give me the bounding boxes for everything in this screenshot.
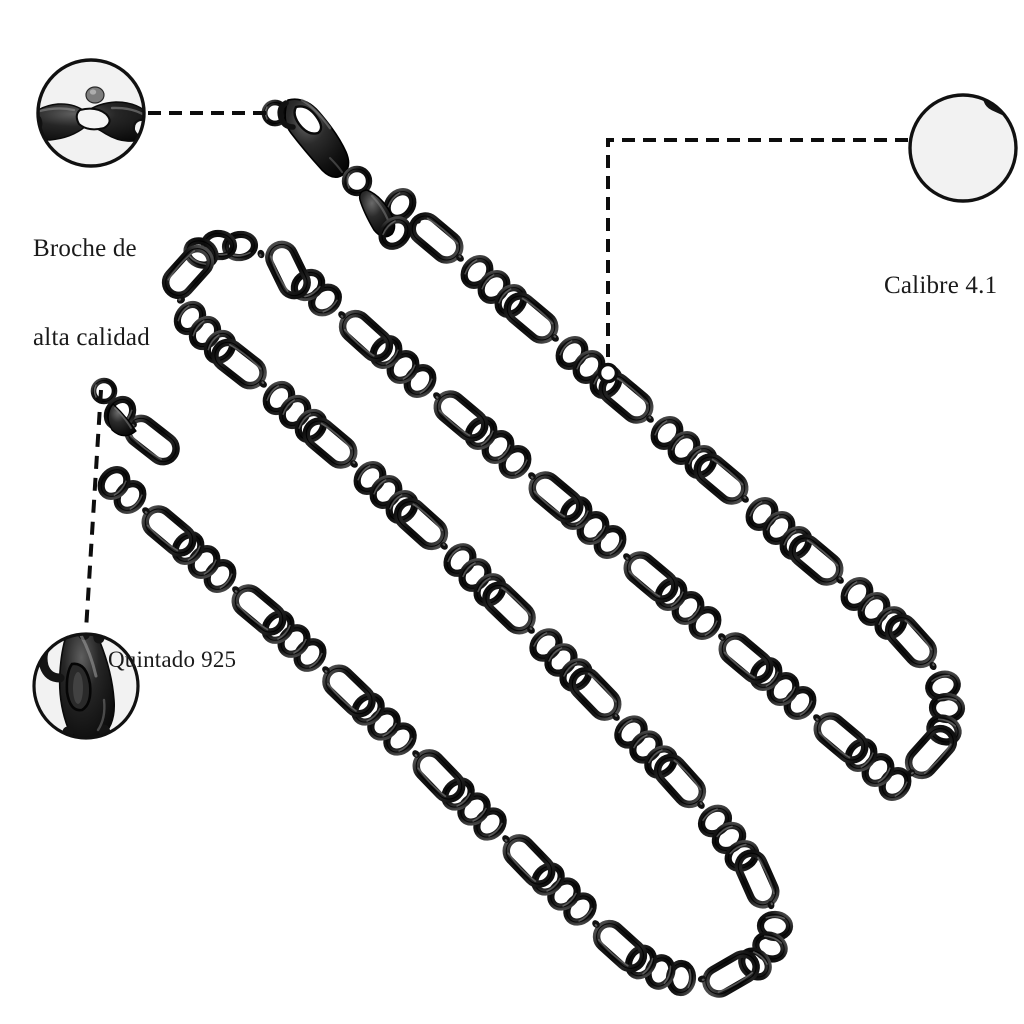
detail-circle-broche[interactable]: [20, 58, 156, 168]
lobster-clasp: [261, 98, 414, 251]
callout-label-broche-line2: alta calidad: [33, 323, 150, 351]
chain-turn-left-upper: [160, 232, 311, 306]
leader-lines: [84, 111, 908, 631]
callout-label-broche-line1: Broche de: [33, 235, 137, 262]
callout-label-broche: Broche de alta calidad: [33, 175, 150, 411]
chain-turn-bottom: [591, 900, 790, 998]
chain-body: [90, 98, 962, 999]
leader-line-calibre: [606, 138, 908, 364]
leader-endpoint-marker: [597, 362, 619, 384]
callout-label-quintado: Quintado 925: [108, 592, 236, 728]
chain-turn-right-upper: [903, 660, 962, 781]
callout-label-calibre: Calibre 4.1: [884, 212, 997, 360]
callout-label-calibre-line1: Calibre 4.1: [884, 272, 998, 299]
leader-line-quintado: [84, 389, 103, 631]
callout-label-quintado-line1: Quintado 925: [108, 647, 237, 673]
detail-circle-calibre[interactable]: [908, 0, 1024, 203]
chain-segment-middle: [290, 267, 914, 802]
chain-free-end: [90, 377, 182, 467]
